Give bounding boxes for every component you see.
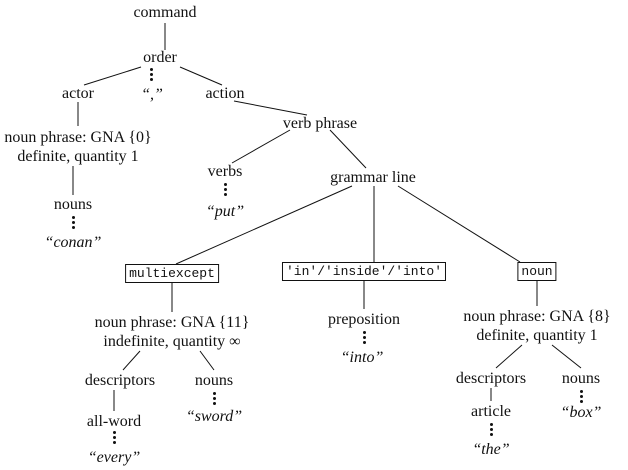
ellipsis-preposition [362,331,366,346]
ellipsis-right-nouns [579,390,583,405]
node-right-noun-phrase-line2: definite, quantity 1 [476,327,598,344]
edge-order-action [179,66,223,86]
ellipsis-actor-nouns [71,216,75,231]
node-verbs: verbs [207,163,243,180]
node-order: order [143,49,177,66]
node-actor-noun-phrase-line2: definite, quantity 1 [17,148,139,165]
node-right-noun-phrase-line1: noun phrase: GNA {8} [463,308,611,325]
leaf-sword: “sword” [185,408,243,425]
node-grammar-line: grammar line [330,169,416,186]
node-verb-phrase: verb phrase [282,115,358,132]
node-mid-noun-phrase-line2: indefinite, quantity ∞ [103,333,241,350]
ellipsis-all-word [112,431,116,446]
node-mid-descriptors: descriptors [84,372,156,389]
node-actor-nouns: nouns [53,196,93,213]
token-multiexcept: multiexcept [125,264,219,283]
node-all-word: all-word [86,413,142,430]
leaf-every: “every” [87,449,141,466]
edge-verbphrase-verbs [231,129,291,164]
edge-mid-np-descriptors [122,350,141,371]
node-mid-nouns: nouns [194,372,234,389]
edge-order-actor [83,66,142,86]
ellipsis-verbs [223,183,227,198]
node-actor: actor [62,85,94,102]
leaf-conan: “conan” [44,234,102,251]
ellipsis-article [489,423,493,438]
ellipsis-mid-nouns [212,392,216,407]
node-action: action [205,85,245,102]
token-in-inside-into: 'in'/'inside'/'into' [281,262,447,281]
leaf-box: “box” [560,404,602,421]
ellipsis-order-comma [149,68,153,83]
node-preposition: preposition [328,311,400,328]
edge-verbphrase-grammarline [329,129,367,169]
leaf-put: “put” [205,203,245,220]
token-noun: noun [517,262,557,281]
edge-action-verbphrase [233,100,308,116]
node-mid-noun-phrase-line1: noun phrase: GNA {11} [94,314,250,331]
node-actor-noun-phrase-line1: noun phrase: GNA {0} [4,129,152,146]
leaf-into: “into” [340,349,384,366]
edge-grammarline-noun [397,185,521,263]
edge-grammarline-multiexcept [175,185,353,265]
node-right-descriptors: descriptors [455,370,527,387]
edge-right-np-descriptors [495,344,523,369]
edge-mid-np-nouns [199,350,215,371]
node-command: command [133,4,197,21]
node-right-nouns: nouns [561,370,601,387]
leaf-comma: “,” [141,86,163,103]
edge-right-np-nouns [551,344,582,369]
leaf-the: “the” [472,441,510,458]
node-article: article [471,403,511,420]
